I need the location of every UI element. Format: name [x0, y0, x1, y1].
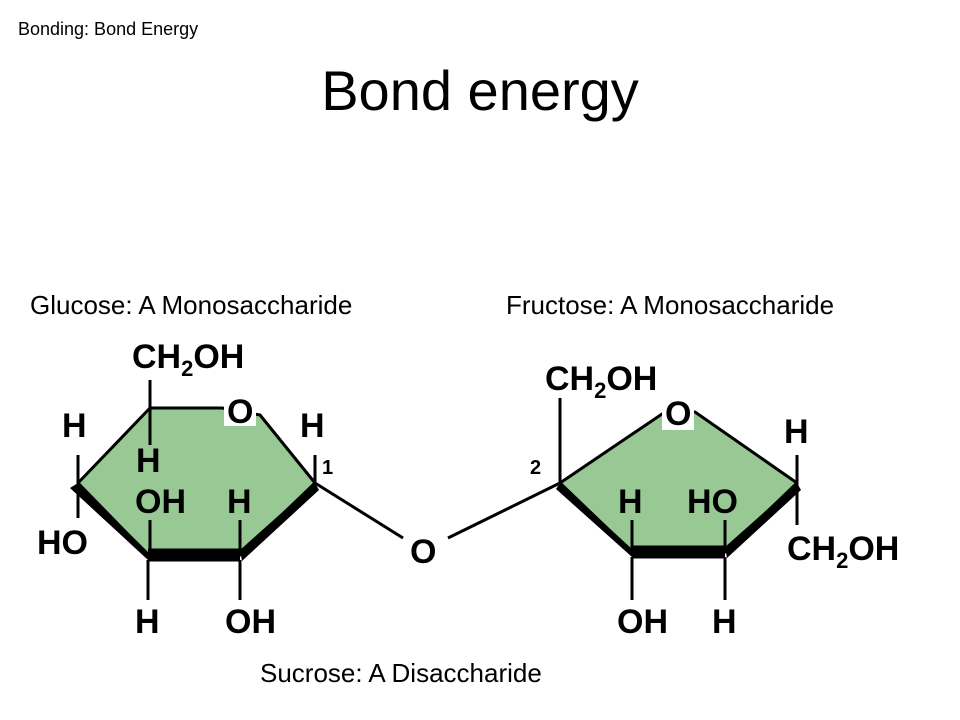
fructose-ring-o-backdrop	[662, 396, 694, 430]
glucose-ho-c4: HO	[37, 524, 88, 562]
fructose-ho-c4: HO	[687, 483, 738, 521]
fructose-carbon-number-2: 2	[530, 457, 541, 479]
fructose-ring-fill	[558, 410, 799, 554]
fructose-ring-oxygen: O	[665, 395, 691, 433]
bridge-oxygen: O	[410, 533, 436, 571]
glucose-carbon-number-1: 1	[322, 457, 333, 479]
fructose-front-edge	[556, 483, 632, 557]
glucose-ch2oh-label: CH2OH	[132, 338, 244, 381]
glucose-ring-oxygen: O	[227, 393, 253, 431]
glycosidic-bond-right	[447, 481, 561, 540]
glucose-front-edge	[70, 483, 148, 560]
fructose-h-c3: H	[618, 483, 643, 521]
glucose-h-c5: H	[136, 442, 161, 480]
header-label: Bonding: Bond Energy	[18, 19, 199, 39]
glucose-ring-o-backdrop	[224, 392, 256, 426]
glucose-h-c2: H	[227, 483, 252, 521]
page-title: Bond energy	[321, 59, 639, 122]
glucose-oh-bottom: OH	[225, 603, 276, 641]
fructose-h-c5: H	[784, 413, 809, 451]
fructose-ch2oh-right-label: CH2OH	[787, 530, 899, 573]
glucose-caption: Glucose: A Monosaccharide	[30, 290, 353, 320]
fructose-caption: Fructose: A Monosaccharide	[506, 290, 835, 320]
glucose-oh-c3: OH	[135, 483, 186, 521]
glucose-h-c1: H	[300, 407, 325, 445]
glucose-ring	[70, 380, 319, 600]
glucose-h-c4: H	[62, 407, 87, 445]
glucose-ring-fill	[76, 406, 317, 557]
fructose-h-bottom: H	[712, 603, 737, 641]
sucrose-caption: Sucrose: A Disaccharide	[260, 658, 542, 688]
glucose-front-edge-right	[240, 483, 319, 561]
fructose-oh-bottom: OH	[617, 603, 668, 641]
glycosidic-bond-left	[314, 481, 404, 540]
glucose-h-bottom: H	[135, 603, 160, 641]
fructose-front-edge-right	[725, 483, 801, 558]
fructose-ch2oh-top-label: CH2OH	[545, 360, 657, 403]
